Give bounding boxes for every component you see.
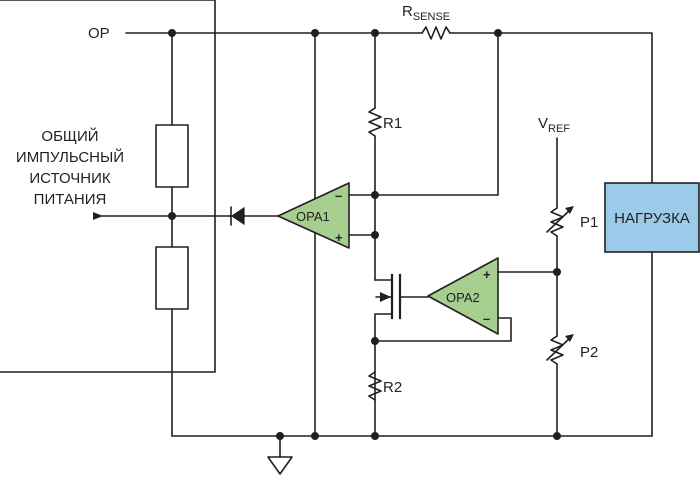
power-supply-label: ОБЩИЙ ИМПУЛЬСНЫЙ ИСТОЧНИК ПИТАНИЯ [16, 127, 124, 208]
power-supply-line-1: ОБЩИЙ [41, 127, 98, 145]
p2-label: P2 [580, 344, 598, 361]
opa1-label: OPA1 [296, 209, 330, 224]
opa1-plus-sign: + [335, 230, 343, 245]
r2-label: R2 [383, 379, 402, 396]
junction-dots [168, 29, 561, 440]
p2-potentiometer [550, 335, 564, 365]
divider-resistor-upper [155, 124, 189, 188]
opa2-feedback-wire [374, 317, 512, 342]
diode-icon [228, 206, 279, 226]
ground-icon [267, 435, 293, 475]
p1-label: P1 [580, 214, 598, 231]
rsense-resistor [421, 26, 451, 40]
opa2-plus-sign: + [483, 267, 491, 282]
p1-potentiometer [550, 207, 564, 237]
mosfet-transistor [374, 273, 429, 437]
rsense-label: RSENSE [402, 3, 450, 23]
p1-arrow [546, 207, 573, 233]
divider-resistor-lower [155, 246, 189, 310]
sense-wire [348, 32, 499, 196]
load-label: НАГРУЗКА [614, 210, 690, 227]
r2-resistor [368, 371, 382, 401]
opa2-minus-sign: – [483, 311, 490, 326]
p2-arrow [546, 335, 573, 361]
power-supply-line-2: ИМПУЛЬСНЫЙ [16, 148, 124, 166]
opa2-symbol [427, 257, 499, 335]
r1-resistor [368, 107, 382, 137]
power-supply-box [0, 0, 216, 373]
power-supply-line-4: ПИТАНИЯ [34, 191, 107, 208]
opa1-minus-sign: – [335, 188, 342, 203]
op-label: OP [88, 25, 110, 42]
opa2-label: OPA2 [446, 290, 480, 305]
top-rail-wire-right [449, 32, 653, 184]
vref-label: VREF [538, 115, 570, 135]
power-supply-line-3: ИСТОЧНИК [29, 170, 111, 187]
load-box [604, 182, 700, 253]
opa1-symbol [277, 182, 350, 249]
r1-label: R1 [383, 115, 402, 132]
